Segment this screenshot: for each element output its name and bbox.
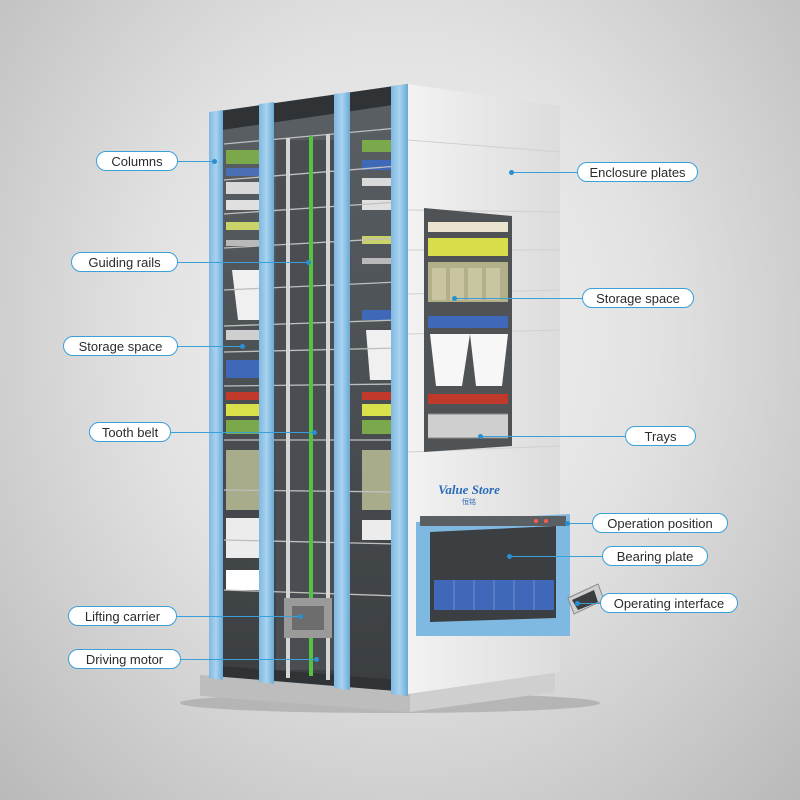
label-columns: Columns	[96, 151, 178, 171]
leader-columns	[177, 161, 215, 162]
base-right	[410, 672, 555, 712]
leader-dot-trays	[478, 434, 483, 439]
leader-bearing-plate	[510, 556, 602, 557]
brand-logo-text: Value Store	[438, 482, 500, 497]
label-lifting-carrier: Lifting carrier	[68, 606, 177, 626]
leader-dot-guiding-rails	[306, 260, 311, 265]
leader-dot-operation-position	[565, 521, 570, 526]
label-tooth-belt: Tooth belt	[89, 422, 171, 442]
label-guiding-rails: Guiding rails	[71, 252, 178, 272]
label-driving-motor: Driving motor	[68, 649, 181, 669]
leader-storage-space-right	[455, 298, 582, 299]
tooth-belt-line	[309, 136, 313, 676]
leader-trays	[481, 436, 625, 437]
label-bearing-plate: Bearing plate	[602, 546, 708, 566]
label-operation-position: Operation position	[592, 513, 728, 533]
leader-enclosure-plates	[512, 172, 577, 173]
leader-lifting-carrier	[176, 616, 301, 617]
leader-dot-storage-space-right	[452, 296, 457, 301]
leader-dot-lifting-carrier	[298, 614, 303, 619]
leader-dot-operating-interface	[575, 601, 580, 606]
leader-driving-motor	[180, 659, 317, 660]
leader-tooth-belt	[170, 432, 315, 433]
blue-columns	[209, 84, 408, 696]
brand-logo: Value Store 恒铭	[424, 482, 514, 507]
leader-dot-tooth-belt	[312, 430, 317, 435]
label-operating-interface: Operating interface	[600, 593, 738, 613]
leader-dot-driving-motor	[314, 657, 319, 662]
label-trays: Trays	[625, 426, 696, 446]
base-left	[200, 675, 410, 712]
guiding-rails	[286, 134, 330, 680]
label-storage-space-left: Storage space	[63, 336, 178, 356]
leader-dot-enclosure-plates	[509, 170, 514, 175]
leader-dot-bearing-plate	[507, 554, 512, 559]
label-storage-space-right: Storage space	[582, 288, 694, 308]
leader-operating-interface	[578, 603, 600, 604]
leader-dot-columns	[212, 159, 217, 164]
leader-dot-storage-space-left	[240, 344, 245, 349]
leader-operation-position	[568, 523, 592, 524]
leader-storage-space-left	[177, 346, 243, 347]
brand-logo-subtext: 恒铭	[462, 498, 476, 506]
label-enclosure-plates: Enclosure plates	[577, 162, 698, 182]
leader-guiding-rails	[177, 262, 309, 263]
